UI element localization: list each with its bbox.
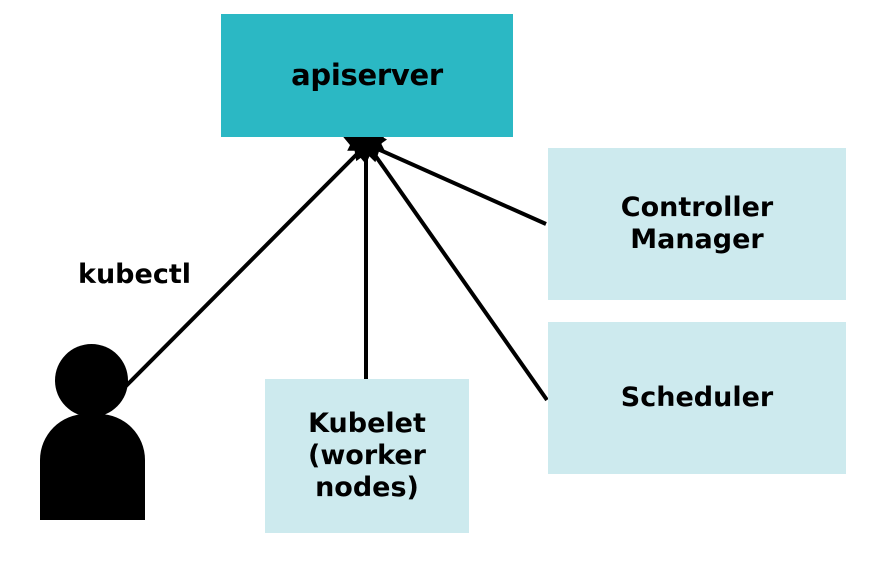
edge-label-kubectl: kubectl [78,259,191,290]
node-apiserver[interactable]: apiserver [221,14,513,137]
person-body-icon [40,414,145,520]
person-icon [36,344,148,524]
person-head-icon [55,344,128,417]
node-scheduler[interactable]: Scheduler [548,322,846,474]
edge-scheduler-to-apiserver [349,119,549,402]
node-kubelet[interactable]: Kubelet (worker nodes) [265,379,469,533]
edge-controller-manager-to-apiserver [338,129,547,226]
node-controller-manager[interactable]: Controller Manager [548,148,846,300]
